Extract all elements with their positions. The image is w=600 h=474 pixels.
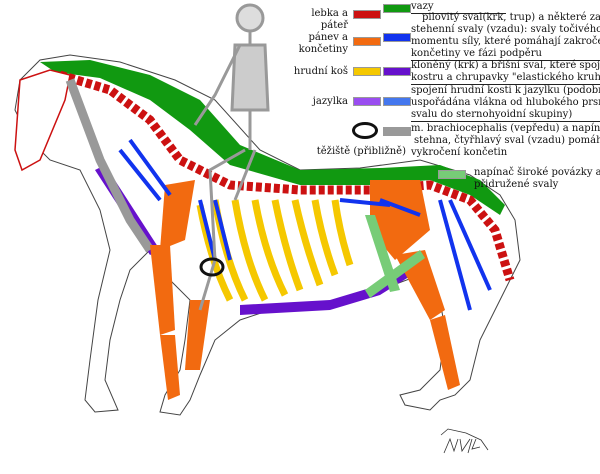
legend-line: spojení hrudní kosti k jazylku (podobně [411, 85, 600, 96]
swatch-tensor-fasciae [438, 170, 466, 179]
legend-line: m. brachiocephalis (vepředu) a napínač [411, 123, 600, 134]
legend-line: vykročení končetin [411, 147, 508, 158]
swatch-skull-spine [353, 10, 381, 19]
legend-text-brachiocephalicus: m. brachiocephalis (vepředu) a napínač s… [411, 123, 600, 159]
legend-label-skull-spine: lebka a páteř [311, 8, 348, 31]
swatch-hyoid [353, 97, 381, 106]
artist-signature-logo [440, 428, 489, 454]
legend-text-ligaments: vazy [411, 1, 506, 14]
center-of-gravity-marker [199, 257, 225, 277]
swatch-abdominal [383, 67, 411, 76]
legend-line: stehna, čtyřhlavý sval (vzadu) pomáhají [414, 135, 600, 146]
swatch-brachiocephalicus [383, 127, 411, 136]
serratus-muscles [118, 138, 492, 311]
ligament [40, 60, 505, 215]
legend-text-sternohyoid: spojení hrudní kosti k jazylku (podobně … [411, 85, 600, 122]
skull [14, 69, 71, 172]
legend-line: pilovitý sval(krk, trup) a některé zadní [422, 12, 600, 23]
legend-label-center-of-gravity: těžiště (přibližně) [316, 146, 406, 157]
legend-line: kostru a chrupavky "elastického kruhu" [411, 72, 600, 85]
legend-label-pelvis-limbs: pánev a končetiny [298, 32, 348, 55]
legend-text-abdominal: kloněný (krk) a břišní sval, které spoju… [411, 60, 600, 85]
legend-line: končetiny ve fázi podpěru [411, 48, 600, 61]
legend-line: přidružené svaly [474, 179, 559, 190]
tensor-fasciae [365, 215, 425, 298]
legend-line: stehenní svaly (vzadu): svaly točivého [411, 24, 600, 35]
spine [58, 70, 515, 282]
legend-text-tensor-fasciae: napínač široké povázky a přidružené sval… [474, 167, 600, 191]
swatch-ligaments [383, 4, 411, 13]
legend-line: kloněný (krk) a břišní sval, které spoju… [411, 60, 600, 71]
legend-line: uspořádána vlákna od hlubokého prsního [411, 97, 600, 108]
legend-text-serratus: pilovitý sval(krk, trup) a některé zadní… [411, 12, 600, 61]
swatch-pelvis-limbs [353, 37, 381, 46]
legend-line: svalu do sternohyoidní skupiny) [411, 109, 600, 122]
brachiocephalicus [65, 78, 154, 253]
legend-label-hyoid: jazylka [312, 96, 348, 107]
swatch-center-of-gravity [352, 122, 378, 139]
rider-skeleton [193, 3, 270, 311]
legend-label-rib-cage: hrudní koš [293, 66, 348, 77]
swatch-serratus [383, 33, 411, 42]
legend-line: napínač široké povázky a [474, 167, 600, 178]
swatch-rib-cage [353, 67, 381, 76]
legend-line: momentu síly, které pomáhají zakročení [411, 36, 600, 47]
swatch-sternohyoid [383, 97, 411, 106]
